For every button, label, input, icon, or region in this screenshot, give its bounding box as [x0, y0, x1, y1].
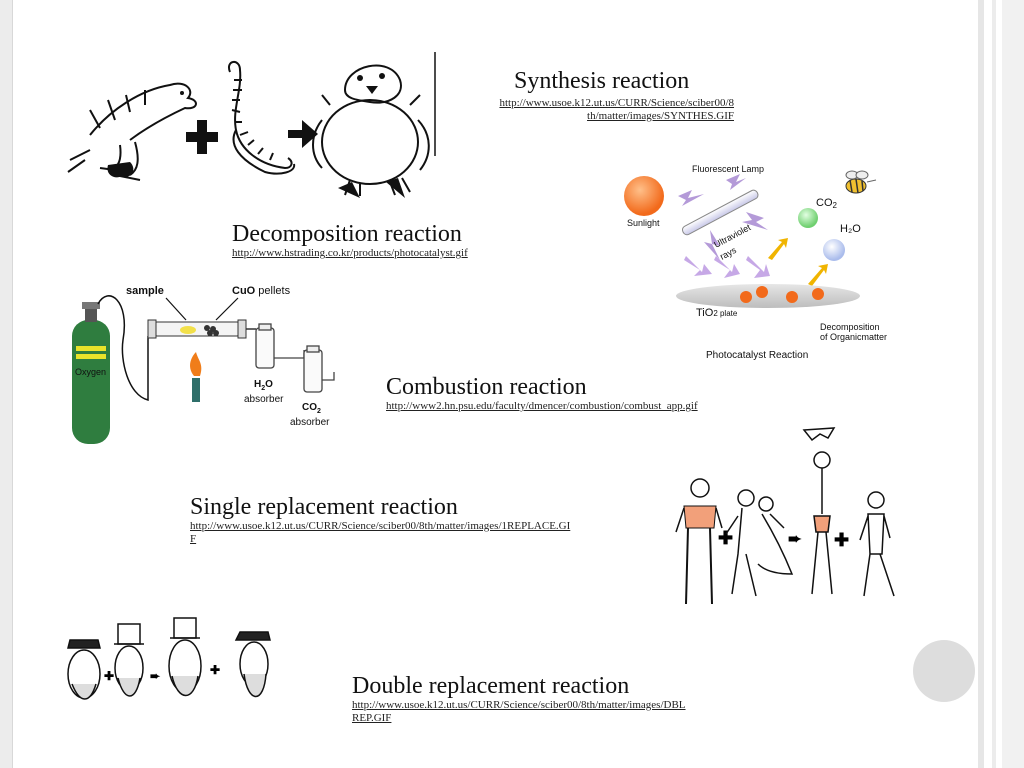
link-line: http://www.usoe.k12.ut.us/CURR/Science/s…: [499, 97, 734, 109]
co2-molecule-icon: [798, 208, 818, 228]
border-bar: [1002, 0, 1024, 768]
decomposition-label: of Organicmatter: [820, 332, 887, 342]
absorber-label: absorber: [290, 417, 330, 428]
plus-icon: ✚: [834, 530, 849, 550]
combustion-tube-icon: [147, 319, 247, 339]
double-replacement-title: Double replacement reaction: [352, 673, 630, 699]
synthesis-clipart: [67, 52, 436, 198]
link-line: http://www.usoe.k12.ut.us/CURR/Science/s…: [352, 699, 686, 711]
h2o-label: H₂O: [840, 223, 861, 235]
synthesis-title: Synthesis reaction: [514, 68, 690, 94]
link-line: REP.GIF: [352, 712, 392, 724]
slide-left-border: [0, 0, 13, 768]
decorative-circle: [913, 640, 975, 702]
spinning-person-icon: [802, 427, 836, 595]
sun-icon: [624, 176, 664, 216]
dancing-couple-icon: [725, 489, 794, 597]
border-bar: [978, 0, 984, 768]
decomposition-title: Decomposition reaction: [232, 221, 462, 247]
person-icon: [859, 491, 895, 597]
diagram-caption: Photocatalyst Reaction: [706, 350, 808, 361]
arrow-icon: ➨: [788, 531, 802, 548]
yellow-arrow-icons: [768, 238, 828, 286]
bird-icon: [312, 64, 430, 196]
oxygen-tank-icon: [72, 302, 110, 444]
combustion-apparatus: sample CuO pellets Oxygen H2O absorber C…: [72, 285, 335, 444]
plus-icon: [197, 120, 207, 154]
cuo-label: CuO pellets: [232, 285, 291, 297]
arrow-icon: [288, 120, 318, 148]
tio2-label: TiO2 plate: [696, 307, 738, 319]
light-ray-icons: [678, 174, 768, 260]
single-replacement-clipart: ✚ ➨ ✚: [675, 427, 895, 605]
h2o-absorber-label: H2O: [254, 379, 273, 392]
uv-arrow-icons: [684, 256, 770, 278]
double-replacement-link[interactable]: http://www.usoe.k12.ut.us/CURR/Science/s…: [352, 699, 752, 725]
plus-icon: ✚: [104, 669, 114, 683]
decomposition-label: Decomposition: [820, 322, 880, 332]
burner-flame-icon: [190, 352, 202, 402]
h2o-absorber-icon: [255, 323, 305, 369]
absorber-label: absorber: [244, 394, 284, 405]
organic-particle-icons: [740, 286, 824, 303]
photocatalyst-diagram: Sunlight Fluorescent Lamp Ultraviolet ra…: [624, 164, 887, 361]
sunlight-label: Sunlight: [627, 218, 660, 228]
h2o-molecule-icon: [823, 239, 845, 261]
single-replacement-title: Single replacement reaction: [190, 494, 458, 520]
link-line: F: [190, 533, 197, 545]
worm-icon: [228, 61, 296, 175]
co2-absorber-icon: [303, 345, 335, 393]
pointer-line: [165, 297, 187, 321]
slide-right-border: [978, 0, 1024, 768]
synthesis-link[interactable]: http://www.usoe.k12.ut.us/CURR/Science/s…: [458, 97, 734, 123]
face-icon: [168, 617, 202, 697]
lamp-label: Fluorescent Lamp: [692, 164, 764, 174]
link-line: th/matter/images/SYNTHES.GIF: [587, 110, 734, 122]
co2-label: CO2: [816, 197, 838, 210]
face-icon: [234, 631, 271, 697]
combustion-title: Combustion reaction: [386, 374, 587, 400]
single-replacement-link[interactable]: http://www.usoe.k12.ut.us/CURR/Science/s…: [190, 520, 645, 546]
tube-line: [97, 295, 149, 401]
decomposition-link[interactable]: http://www.hstrading.co.kr/products/phot…: [232, 247, 468, 259]
tio2-plate-icon: [676, 284, 860, 308]
combustion-link[interactable]: http://www2.hn.psu.edu/faculty/dmencer/c…: [386, 400, 698, 412]
face-icon: [114, 623, 144, 697]
border-bar: [992, 0, 996, 768]
pointer-line: [215, 297, 239, 321]
link-line: http://www.usoe.k12.ut.us/CURR/Science/s…: [190, 520, 571, 532]
double-replacement-clipart: ✚ ➨ ✚: [67, 617, 271, 700]
lamp-icon: [681, 189, 759, 236]
face-icon: [67, 639, 101, 700]
oxygen-label: Oxygen: [75, 367, 106, 377]
plus-icon: ✚: [718, 528, 733, 548]
person-icon: [675, 478, 723, 605]
bee-icon: [845, 170, 877, 194]
sample-label: sample: [126, 285, 164, 297]
plus-icon: ✚: [210, 663, 220, 677]
co2-absorber-label: CO2: [302, 402, 321, 415]
arrow-icon: ➨: [150, 669, 161, 683]
